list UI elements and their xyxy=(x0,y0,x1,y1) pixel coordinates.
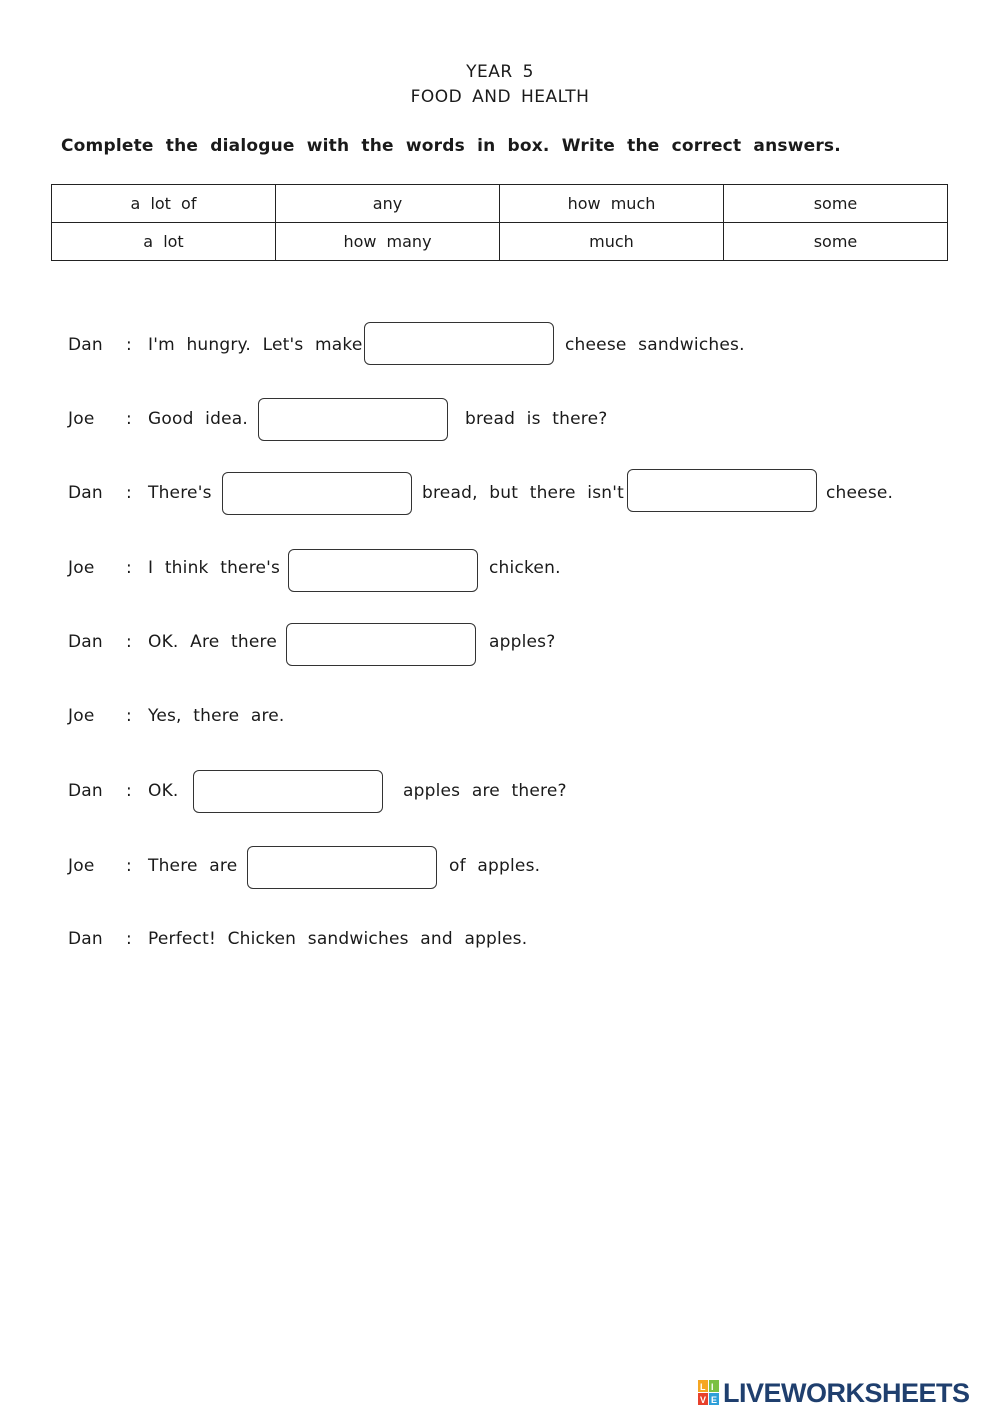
dialogue-line: Joe : I think there's chicken. xyxy=(0,548,1000,596)
speaker-name: Dan xyxy=(68,335,103,355)
word-box-row: a lot how many much some xyxy=(51,222,948,261)
speaker-name: Dan xyxy=(68,483,103,503)
word-box-cell: a lot of xyxy=(51,184,276,223)
worksheet-title-topic: FOOD AND HEALTH xyxy=(410,87,590,107)
dialogue-text-before: OK. xyxy=(148,781,179,801)
worksheet-title-year: YEAR 5 xyxy=(466,62,534,82)
speaker-separator: : xyxy=(126,409,132,429)
dialogue-text-after: cheese sandwiches. xyxy=(565,335,745,355)
answer-blank-8[interactable] xyxy=(247,846,437,889)
speaker-separator: : xyxy=(126,781,132,801)
dialogue-text-before: There are xyxy=(148,856,238,876)
dialogue-text-after: of apples. xyxy=(449,856,541,876)
speaker-name: Dan xyxy=(68,929,103,949)
answer-blank-6[interactable] xyxy=(286,623,476,666)
word-box-cell: a lot xyxy=(51,222,276,261)
dialogue-line: Dan : OK. apples are there? xyxy=(0,769,1000,817)
liveworksheets-logo-text: LIVEWORKSHEETS xyxy=(723,1377,970,1408)
speaker-name: Joe xyxy=(68,706,95,726)
dialogue-line: Joe : Good idea. bread is there? xyxy=(0,398,1000,446)
dialogue-line: Dan : Perfect! Chicken sandwiches and ap… xyxy=(0,919,1000,967)
answer-blank-2[interactable] xyxy=(258,398,448,441)
dialogue-text-middle: bread, but there isn't xyxy=(422,483,624,503)
dialogue-line: Dan : OK. Are there apples? xyxy=(0,622,1000,670)
dialogue-line: Joe : There are of apples. xyxy=(0,845,1000,893)
svg-text:I: I xyxy=(711,1382,714,1392)
word-box-row: a lot of any how much some xyxy=(51,184,948,223)
word-box-cell: some xyxy=(723,184,948,223)
speaker-name: Joe xyxy=(68,558,95,578)
dialogue-text-before: I'm hungry. Let's make xyxy=(148,335,363,355)
speaker-name: Dan xyxy=(68,632,103,652)
liveworksheets-logo[interactable]: L I V E LIVEWORKSHEETS xyxy=(698,1378,970,1408)
speaker-separator: : xyxy=(126,335,132,355)
word-box-cell: how many xyxy=(275,222,500,261)
speaker-separator: : xyxy=(126,856,132,876)
speaker-separator: : xyxy=(126,706,132,726)
svg-text:V: V xyxy=(700,1395,706,1405)
svg-text:E: E xyxy=(711,1395,717,1405)
svg-text:L: L xyxy=(700,1382,706,1392)
answer-blank-7[interactable] xyxy=(193,770,383,813)
dialogue-text-after: apples are there? xyxy=(403,781,567,801)
dialogue-line: Dan : There's bread, but there isn't che… xyxy=(0,469,1000,518)
speaker-separator: : xyxy=(126,483,132,503)
instructions: Complete the dialogue with the words in … xyxy=(61,136,841,156)
dialogue-text-before: Good idea. xyxy=(148,409,248,429)
speaker-name: Joe xyxy=(68,409,95,429)
dialogue-text-after: bread is there? xyxy=(465,409,608,429)
dialogue-text: Perfect! Chicken sandwiches and apples. xyxy=(148,929,528,949)
dialogue-text: Yes, there are. xyxy=(148,706,285,726)
dialogue-text-before: There's xyxy=(148,483,212,503)
dialogue-line: Joe : Yes, there are. xyxy=(0,696,1000,744)
speaker-name: Dan xyxy=(68,781,103,801)
liveworksheets-logo-icon: L I V E xyxy=(698,1380,719,1405)
speaker-separator: : xyxy=(126,632,132,652)
answer-blank-1[interactable] xyxy=(364,322,554,365)
speaker-separator: : xyxy=(126,558,132,578)
dialogue-text-before: OK. Are there xyxy=(148,632,278,652)
word-box-cell: how much xyxy=(499,184,724,223)
speaker-separator: : xyxy=(126,929,132,949)
dialogue-text-after: apples? xyxy=(489,632,556,652)
word-box-cell: much xyxy=(499,222,724,261)
answer-blank-4[interactable] xyxy=(627,469,817,512)
word-box-cell: any xyxy=(275,184,500,223)
word-box-cell: some xyxy=(723,222,948,261)
speaker-name: Joe xyxy=(68,856,95,876)
dialogue-text-before: I think there's xyxy=(148,558,281,578)
dialogue-text-after: chicken. xyxy=(489,558,561,578)
dialogue-line: Dan : I'm hungry. Let's make cheese sand… xyxy=(0,322,1000,370)
word-box: a lot of any how much some a lot how man… xyxy=(51,184,948,261)
answer-blank-3[interactable] xyxy=(222,472,412,515)
answer-blank-5[interactable] xyxy=(288,549,478,592)
dialogue-text-after: cheese. xyxy=(826,483,894,503)
